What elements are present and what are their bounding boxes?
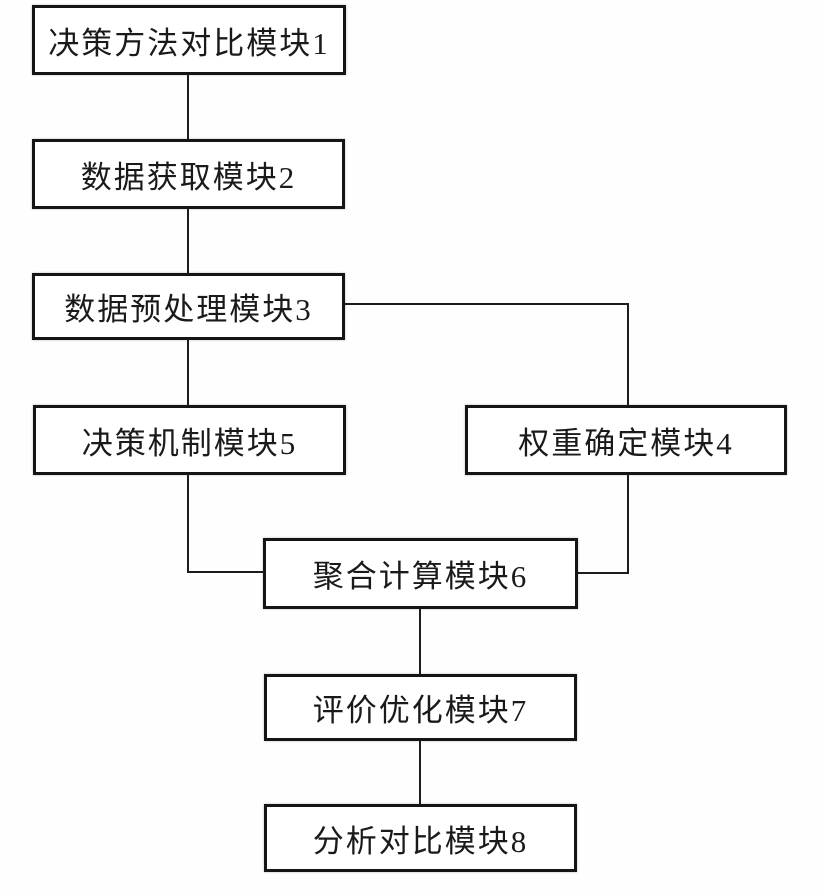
connector-module4-module6-horizontal	[578, 572, 629, 574]
connector-module4-module6-vertical	[627, 474, 629, 574]
node-module-1-label: 决策方法对比模块1	[48, 25, 330, 61]
connector-module1-module2	[187, 74, 189, 140]
connector-module5-module6-horizontal	[187, 571, 264, 573]
node-module-1: 决策方法对比模块1	[32, 5, 346, 75]
node-module-4-label: 权重确定模块4	[518, 425, 734, 461]
connector-module3-module4-vertical	[627, 303, 629, 406]
node-module-2: 数据获取模块2	[32, 139, 345, 209]
connector-module6-module7	[419, 608, 421, 675]
node-module-3-label: 数据预处理模块3	[64, 292, 313, 327]
node-module-7-label: 评价优化模块7	[312, 693, 529, 728]
node-module-8: 分析对比模块8	[264, 804, 577, 872]
connector-module5-module6-vertical	[187, 474, 189, 573]
node-module-7: 评价优化模块7	[264, 674, 577, 741]
node-module-3: 数据预处理模块3	[32, 273, 345, 340]
node-module-5: 决策机制模块5	[33, 405, 346, 475]
node-module-5-label: 决策机制模块5	[81, 425, 298, 461]
connector-module3-module4-horizontal	[345, 303, 629, 305]
node-module-2-label: 数据获取模块2	[80, 159, 297, 195]
node-module-4: 权重确定模块4	[465, 405, 787, 475]
connector-module3-module5	[187, 339, 189, 406]
node-module-6-label: 聚合计算模块6	[312, 559, 529, 594]
node-module-8-label: 分析对比模块8	[312, 823, 529, 859]
node-module-6: 聚合计算模块6	[263, 538, 578, 609]
connector-module7-module8	[419, 740, 421, 805]
connector-module2-module3	[187, 208, 189, 274]
